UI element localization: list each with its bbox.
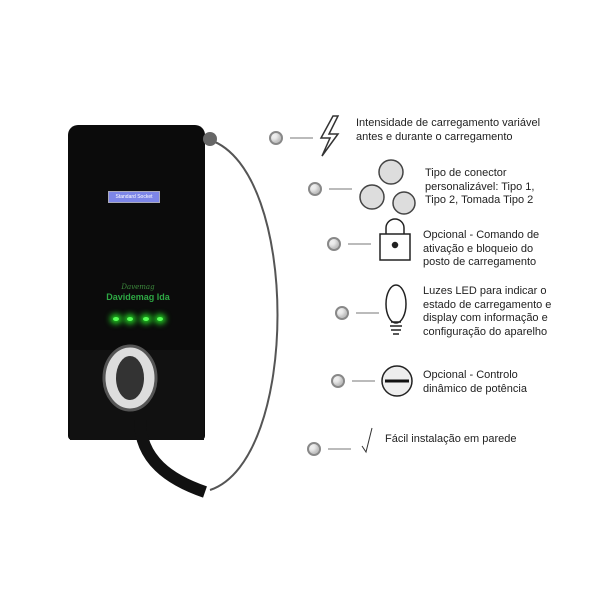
- power-control-icon: [381, 365, 413, 397]
- feature-text: Intensidade de carregamento variável ant…: [356, 117, 541, 143]
- charger-logo-script: Davemag: [121, 283, 155, 291]
- arc-start-dot: [203, 132, 217, 146]
- connector-types-icon: [359, 159, 416, 215]
- feature-dot: [335, 306, 349, 320]
- status-led: [143, 317, 149, 321]
- feature-dot: [331, 374, 345, 388]
- padlock-icon: [379, 218, 411, 261]
- charger-display: Standard Socket: [108, 191, 160, 203]
- charging-cable: [134, 419, 207, 498]
- feature-dot: [327, 237, 341, 251]
- feature-text: Opcional - Comando de ativação e bloquei…: [423, 229, 540, 268]
- feature-text: Opcional - Controlo dinâmico de potência: [423, 369, 527, 395]
- status-led: [157, 317, 163, 321]
- feature-dot: [269, 131, 283, 145]
- charger-brand: Davidemag lda: [106, 292, 170, 302]
- checkmark-icon: [361, 427, 373, 454]
- status-led: [113, 317, 119, 321]
- lightning-icon: [319, 115, 340, 157]
- feature-text: Luzes LED para indicar o estado de carre…: [423, 285, 552, 338]
- feature-text: Tipo de conector personalizável: Tipo 1,…: [425, 167, 535, 206]
- feature-text: Fácil instalação em parede: [385, 433, 517, 445]
- feature-dot: [308, 182, 322, 196]
- plug-handle: [116, 356, 144, 400]
- feature-arc: [209, 139, 279, 491]
- led-bulb-icon: [385, 284, 407, 335]
- feature-dot: [307, 442, 321, 456]
- status-led: [127, 317, 133, 321]
